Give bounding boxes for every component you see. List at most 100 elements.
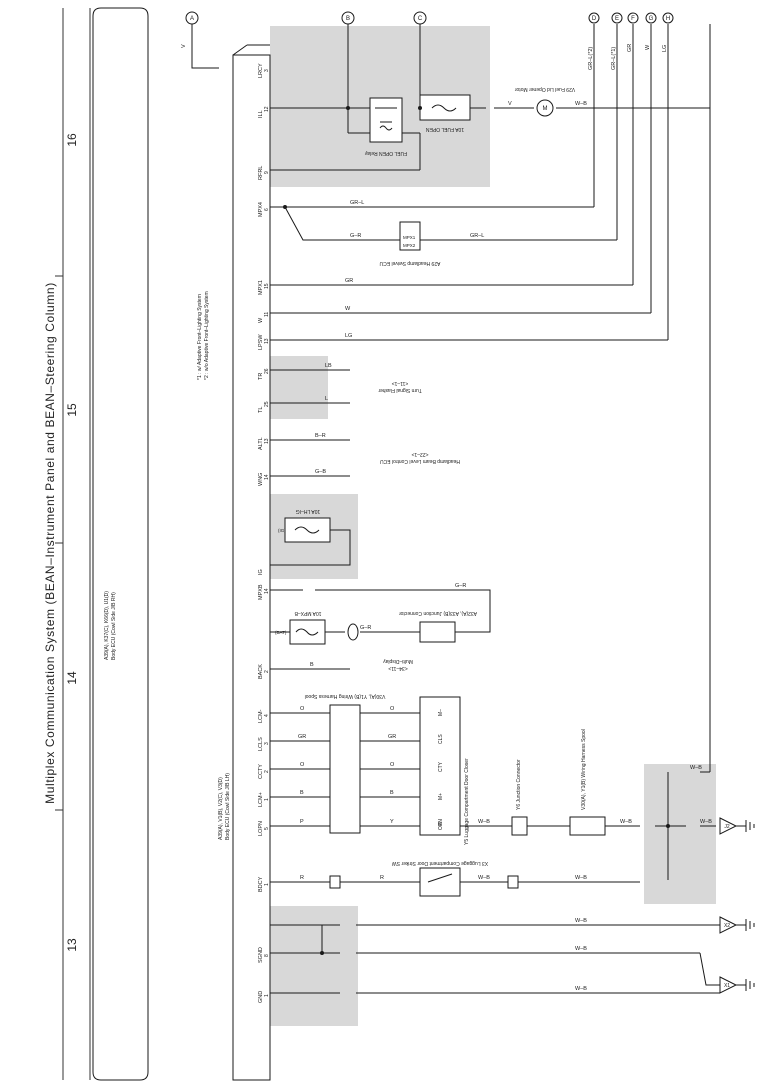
luggage-door-closer	[419, 696, 461, 836]
pin-label-gnd: GND	[258, 991, 264, 1003]
connector-label-E: E	[615, 16, 619, 22]
wire-o-1: O	[300, 706, 305, 712]
label-turn-flasher: Turn Signal Flasher	[378, 387, 422, 393]
wire-r-2: R	[380, 875, 384, 881]
component-labels: FUEL OPEN Relay 10A FUEL OPEN V29 Fuel L…	[275, 86, 587, 866]
components: M	[284, 94, 606, 897]
pin-label-ccty: CCTY	[258, 764, 264, 779]
pin-number-lcm-: 1	[264, 798, 270, 801]
pin-number-rfrl: 9	[264, 171, 270, 174]
wire-wb-striker: W–B	[478, 875, 490, 881]
connector-tag-D	[588, 12, 600, 24]
pin-label-lcm-: LCM+	[258, 792, 264, 807]
wire-wb-spool: W–B	[620, 819, 632, 825]
label-mpx2: MPX2	[403, 243, 416, 248]
pin-number-lcm-: 4	[264, 714, 270, 717]
label-turn-ref: <11–1>	[392, 380, 409, 386]
wire-w-top: W	[645, 44, 651, 50]
ground-labels: J2 X2 X1	[724, 824, 730, 989]
connector-label-C: C	[418, 16, 423, 22]
wire-lb: LB	[325, 363, 332, 369]
wire-b-1: B	[300, 790, 304, 796]
wire-grl-mpx2: GR–L	[470, 233, 484, 239]
pin-label-w: W	[258, 317, 264, 323]
wire-gr-mpxb: G–R	[360, 625, 371, 631]
pin-number-lrcy: 3	[264, 69, 270, 72]
wire-gr-top: GR	[627, 44, 633, 52]
pin-label-mpx4: MPX4	[258, 202, 264, 217]
connector-label-G: G	[649, 16, 654, 22]
pin-number-wng: 14	[264, 474, 270, 480]
pin-number-ill: 12	[264, 106, 270, 112]
wire-y: Y	[390, 819, 394, 825]
ecu-note-panel	[92, 7, 149, 1081]
pin-label-mpxb: MPXB	[258, 584, 264, 600]
label-fuel-motor: V29 Fuel Lid Opener Motor	[515, 86, 576, 92]
pin-number-altl: 13	[264, 438, 270, 444]
connector-tag-A	[185, 11, 199, 25]
ground-x1: X1	[724, 983, 730, 989]
wire-wb-gnd: W–B	[700, 819, 712, 825]
pin-label-back: BACK	[258, 664, 264, 679]
wire-b-back: B	[310, 662, 314, 668]
pin-label-ill: ILL	[258, 110, 264, 118]
pin-label-lcm-: LCM-	[258, 709, 264, 723]
pin-label-lpsw: LPSW	[258, 334, 264, 350]
wire-wb-y6: W–B	[478, 819, 490, 825]
pin-label-rfrl: RFRL	[258, 166, 264, 180]
wiring-harness-spool-2	[569, 816, 606, 836]
wire-grl2: GR–L(*2)	[588, 47, 594, 70]
label-bat: (BAT)	[275, 630, 287, 635]
pin-number-lpsw: 13	[264, 338, 270, 344]
wire-br: B–R	[315, 433, 326, 439]
label-fuel-relay: FUEL OPEN Relay	[364, 150, 407, 156]
pin-label-tl: TL	[258, 407, 264, 413]
pin-number-bdcy: 1	[264, 883, 270, 886]
door-striker-switch	[419, 867, 461, 897]
wire-gr-mpx: G–R	[350, 233, 361, 239]
label-opn: OPN	[438, 819, 444, 830]
label-multi-ref: <34–11>	[388, 665, 407, 671]
wire-lg: LG	[345, 333, 352, 339]
page-frame	[55, 8, 91, 1080]
label-spool: V30(A), Y1(B) Wiring Harness Spool	[305, 693, 386, 699]
label-level-ecu: Headlamp Beam Level Control ECU	[380, 458, 460, 464]
pin-number-ccty: 2	[264, 770, 270, 773]
pin-number-mpx4: 6	[264, 208, 270, 211]
wire-o-2: O	[390, 706, 395, 712]
pin-number-tr: 26	[264, 368, 270, 374]
label-junction: A32(A), A33(B) Junction Connector	[399, 610, 477, 616]
pin-label-lrcy: LRCY	[258, 63, 264, 78]
connector-v2	[329, 875, 341, 889]
junction-connector	[419, 621, 456, 643]
pin-number-sgnd: 8	[264, 954, 270, 957]
label-headlamp-swivel: A29 Headlamp Swivel ECU	[379, 260, 440, 266]
wire-w: W	[345, 306, 351, 312]
label-closer: Y5 Luggage Compartment Door Closer	[464, 758, 470, 845]
wire-r-1: R	[300, 875, 304, 881]
wire-wb-gnd2: W–B	[575, 986, 587, 992]
splice-points	[283, 106, 670, 955]
pin-number-gnd: 1	[264, 994, 270, 997]
wire-gr-junction: G–R	[455, 583, 466, 589]
note-ecu-rh-location: Body ECU (Cowl Side J/B RH)	[111, 592, 117, 660]
body-ecu-bar	[232, 54, 271, 1081]
label-m-minus: M–	[438, 709, 444, 716]
connector-label-B: B	[346, 16, 350, 22]
wire-v-a: V	[181, 44, 187, 48]
connector-tag-C	[413, 11, 427, 25]
wires	[191, 24, 720, 994]
note-afs-without: *2 : w/o Adaptive Front–Lighting System	[204, 291, 210, 380]
label-mpx1: MPX1	[403, 235, 416, 240]
pin-number-tl: 25	[264, 401, 270, 407]
connector-label-F: F	[631, 16, 635, 22]
ecu-notes: A39(A), K37(C), K66(D), U1(D) Body ECU (…	[104, 291, 231, 840]
connector-tag-H	[662, 12, 674, 24]
pin-number-lcls: 3	[264, 742, 270, 745]
y6-junction-connector	[511, 816, 528, 836]
pin-label-ig: IG	[258, 569, 264, 575]
connector-label-D: D	[592, 16, 597, 22]
label-cls: CLS	[438, 734, 444, 744]
